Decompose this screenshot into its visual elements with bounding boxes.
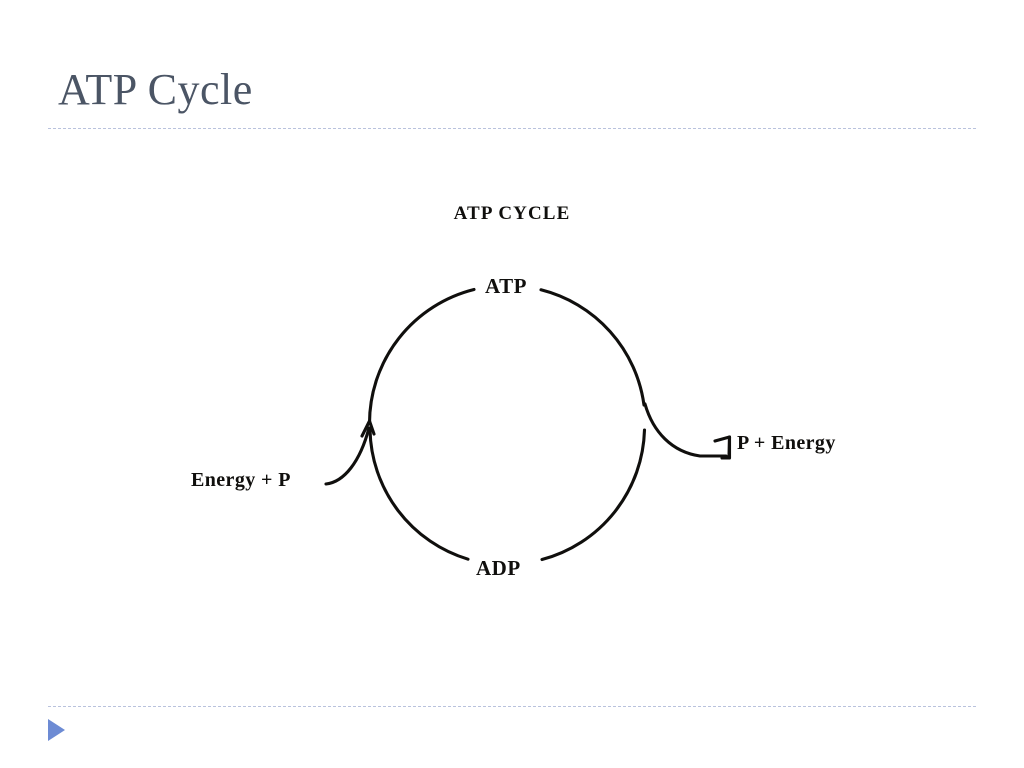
- cycle-arc-upper-left: [367, 287, 476, 425]
- page-title: ATP Cycle: [58, 65, 253, 114]
- cycle-arc-upper-right: [539, 288, 646, 407]
- energy-input-arrowhead: [360, 419, 376, 438]
- next-slide-triangle-icon[interactable]: [48, 719, 65, 741]
- footer-divider-bottom: [48, 706, 976, 707]
- energy-output-arrow-stem: [720, 435, 732, 460]
- energy-output-curve: [643, 402, 728, 458]
- energy-input-curve: [324, 426, 371, 486]
- node-label-energy-input: Energy + P: [191, 469, 291, 492]
- energy-output-arrowhead: [713, 435, 732, 459]
- title-divider-top: [48, 128, 976, 129]
- cycle-arc-lower-left: [368, 428, 470, 561]
- diagram-heading: ATP CYCLE: [453, 203, 571, 224]
- node-label-atp: ATP: [481, 274, 531, 299]
- cycle-arc-lower-right: [540, 428, 647, 562]
- node-label-energy-output: P + Energy: [737, 432, 836, 455]
- node-label-adp: ADP: [472, 556, 525, 581]
